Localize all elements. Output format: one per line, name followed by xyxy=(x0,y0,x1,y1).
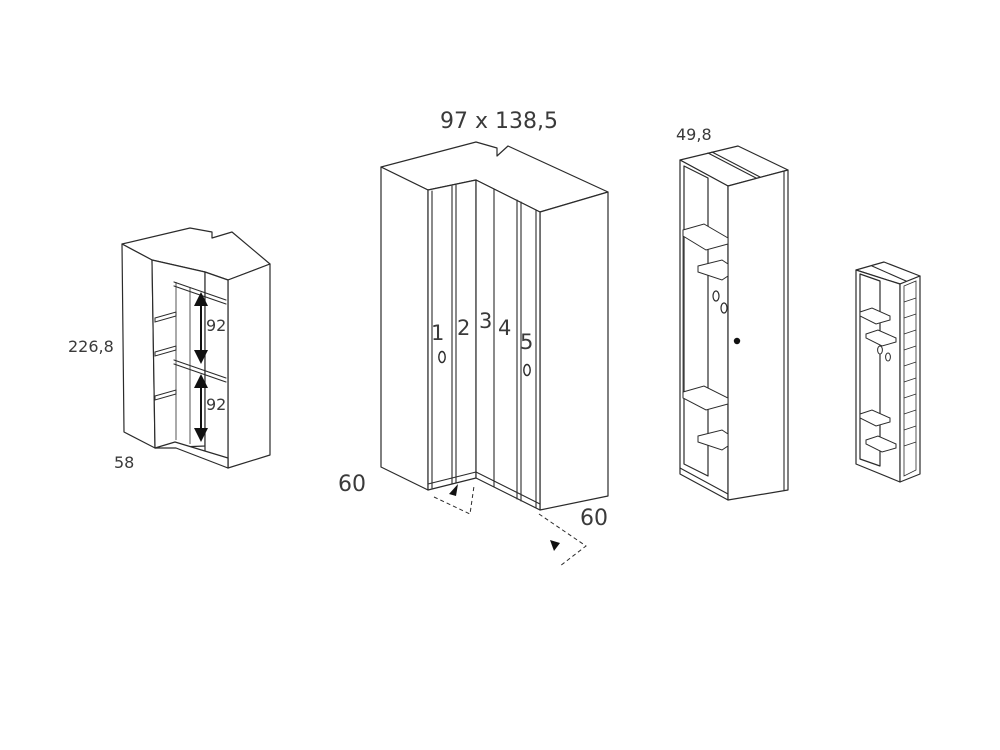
door-number-5: 5 xyxy=(520,330,533,354)
corner-unit-drawing xyxy=(121,227,271,469)
end-unit-drawing xyxy=(679,145,789,501)
door-number-4: 4 xyxy=(498,316,511,340)
end-unit-width-label: 49,8 xyxy=(676,125,712,144)
main-size-label: 97 x 138,5 xyxy=(440,109,558,134)
main-wardrobe-drawing xyxy=(380,141,609,567)
corner-height-label: 226,8 xyxy=(68,337,114,356)
lower-space-label: 92 xyxy=(206,395,226,414)
door-number-3: 3 xyxy=(479,309,492,333)
door-number-1: 1 xyxy=(431,321,444,345)
main-left-depth-label: 60 xyxy=(338,472,366,497)
shelf-unit-drawing xyxy=(855,261,921,483)
door-number-2: 2 xyxy=(457,316,470,340)
main-right-depth-label: 60 xyxy=(580,506,608,531)
corner-depth-label: 58 xyxy=(114,453,134,472)
upper-space-label: 92 xyxy=(206,316,226,335)
